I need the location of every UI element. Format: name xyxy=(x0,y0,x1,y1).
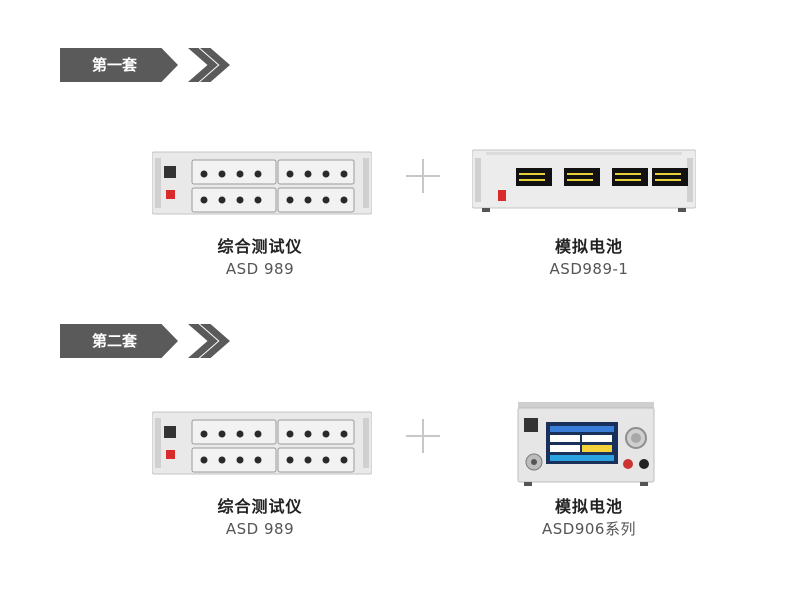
device-model: ASD 989 xyxy=(225,520,295,538)
device-caption: 模拟电池 ASD989-1 xyxy=(479,236,699,280)
set-banner-1: 第一套 xyxy=(60,48,230,82)
set-label: 第二套 xyxy=(92,332,138,350)
device-model: ASD989-1 xyxy=(549,260,629,278)
plus-icon xyxy=(406,419,440,453)
tester-device-image xyxy=(152,151,372,215)
battery-simulator-rack-image xyxy=(472,149,696,212)
set-label: 第一套 xyxy=(92,56,138,74)
device-name: 模拟电池 xyxy=(554,237,623,256)
set-banner-2: 第二套 xyxy=(60,324,230,358)
device-caption: 模拟电池 ASD906系列 xyxy=(479,496,699,540)
device-caption: 综合测试仪 ASD 989 xyxy=(150,496,370,540)
device-model: ASD 989 xyxy=(225,260,295,278)
device-name: 综合测试仪 xyxy=(217,237,303,256)
tester-device-image xyxy=(152,411,372,475)
banner-flag xyxy=(60,48,178,82)
device-model: ASD906系列 xyxy=(542,520,636,538)
banner-flag xyxy=(60,324,178,358)
device-name: 模拟电池 xyxy=(554,497,623,516)
device-name: 综合测试仪 xyxy=(217,497,303,516)
plus-icon xyxy=(406,159,440,193)
device-caption: 综合测试仪 ASD 989 xyxy=(150,236,370,280)
battery-simulator-benchtop-image xyxy=(517,402,655,486)
